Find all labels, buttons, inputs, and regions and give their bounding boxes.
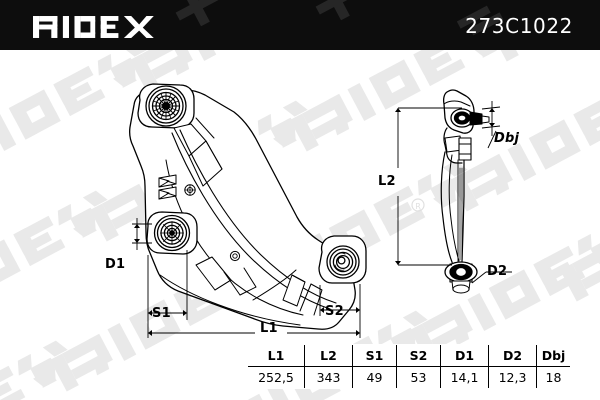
dimension-label-s1: S1 [152,306,171,321]
table-value-s1: 49 [352,366,397,388]
table-header-l1: L1 [248,345,305,367]
table-value-dbj: 18 [536,366,570,388]
table-header-l2: L2 [304,345,353,367]
right-view-dimensions [395,101,512,284]
side-ball-joint [450,108,490,128]
table-value-l1: 252,5 [248,366,305,388]
small-hole-lower [229,250,241,262]
dimension-label-l1: L1 [260,321,278,336]
ridex-logo [33,16,154,38]
table-value-d2: 12,3 [488,366,537,388]
svg-text:R: R [415,202,421,211]
small-hole-upper [184,184,196,196]
header-bar: 273C1022 [0,0,600,50]
outer-ball-joint [326,245,360,279]
control-arm-top-view [128,83,367,330]
dimension-label-d1: D1 [105,257,126,272]
lower-ball-joint [153,214,191,252]
table-header-d2: D2 [488,345,537,367]
dimension-label-l2: L2 [378,174,396,189]
control-arm-side-view [440,89,490,294]
table-value-row: 252,5 343 49 53 14,1 12,3 18 [248,366,570,388]
dimension-label-dbj: Dbj [494,131,520,146]
top-bushing [145,85,187,127]
table-header-s2: S2 [396,345,441,367]
table-value-d1: 14,1 [440,366,489,388]
table-value-s2: 53 [396,366,441,388]
specification-table: L1 L2 S1 S2 D1 D2 Dbj 252,5 343 49 53 14… [247,344,571,389]
side-bottom-bushing [444,261,478,294]
part-number: 273C1022 [465,14,573,38]
table-header-d1: D1 [440,345,489,367]
dimension-label-d2: D2 [487,264,508,279]
table-value-l2: 343 [304,366,353,388]
dimension-label-s2: S2 [325,304,344,319]
table-header-s1: S1 [352,345,397,367]
table-header-row: L1 L2 S1 S2 D1 D2 Dbj [248,345,570,367]
table-header-dbj: Dbj [536,345,570,367]
